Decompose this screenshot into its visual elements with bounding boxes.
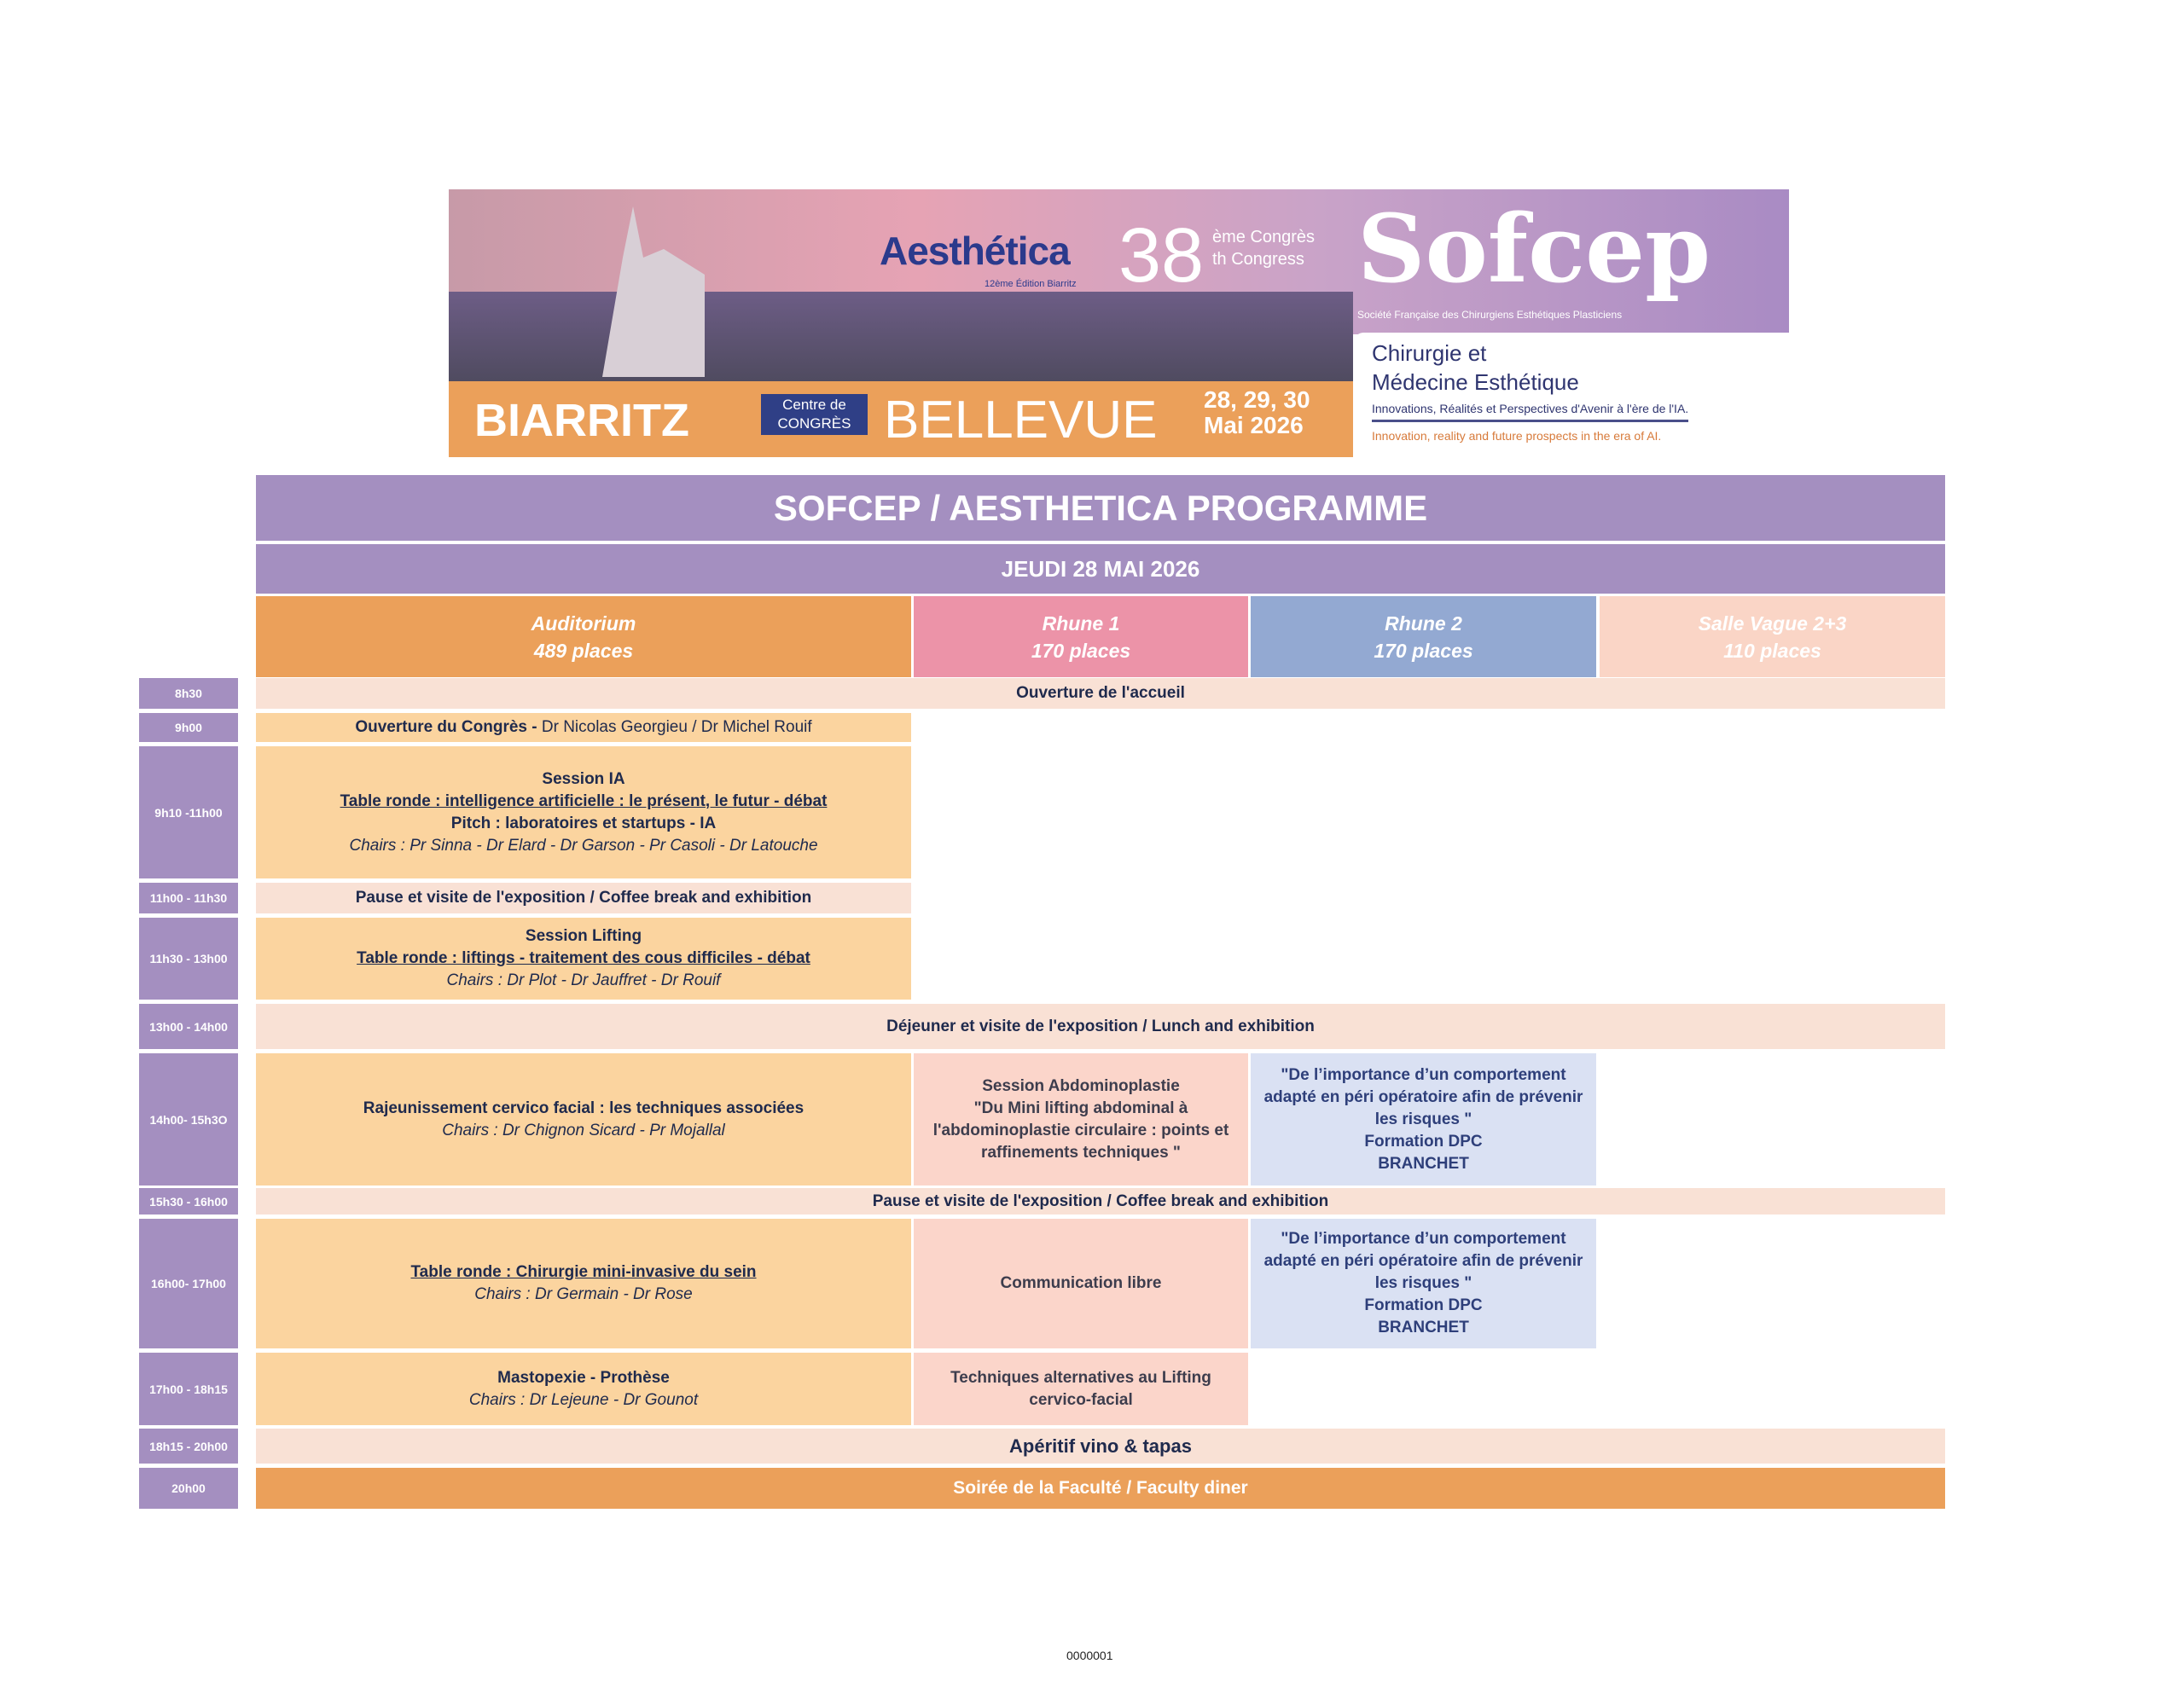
chairs: Chairs : Dr Germain - Dr Rose [474, 1285, 693, 1303]
time-slot: 9h10 -11h00 [139, 746, 238, 878]
round-table: Table ronde : intelligence artificielle … [340, 791, 828, 810]
time-slot: 9h00 [139, 713, 238, 742]
lunch-row: Déjeuner et visite de l'exposition / Lun… [256, 1004, 1945, 1049]
banner-orange-strip [449, 381, 1353, 457]
session-description: "De l’importance d’un comportement adapt… [1263, 1230, 1583, 1292]
room-header-rhune-2: Rhune 2 170 places [1251, 596, 1596, 677]
sofcep-full-name: Société Française des Chirurgiens Esthét… [1357, 309, 1623, 321]
room-name: Rhune 1 [1042, 612, 1120, 635]
formation-dpc-2: "De l’importance d’un comportement adapt… [1251, 1219, 1596, 1348]
chairs: Chairs : Dr Chignon Sicard - Pr Mojallal [442, 1121, 725, 1139]
opening-title: Ouverture du Congrès - [355, 718, 542, 736]
session-mastopexie: Mastopexie - Prothèse Chairs : Dr Lejeun… [256, 1353, 911, 1425]
coffee-break-1: Pause et visite de l'exposition / Coffee… [256, 883, 911, 913]
room-header-salle-vague: Salle Vague 2+3 110 places [1600, 596, 1945, 677]
dpc-label: Formation DPC [1364, 1132, 1483, 1151]
chairs: Chairs : Dr Lejeune - Dr Gounot [468, 1390, 699, 1409]
room-name: Auditorium [531, 612, 636, 635]
day-header: JEUDI 28 MAI 2026 [256, 544, 1945, 594]
session-lifting: Session Lifting Table ronde : liftings -… [256, 918, 911, 1000]
time-slot: 20h00 [139, 1468, 238, 1509]
banner-landscape [449, 292, 1353, 386]
time-slot: 14h00- 15h3O [139, 1053, 238, 1186]
edition-label: 12ème Édition Biarritz [985, 279, 1077, 289]
session-description: "De l’importance d’un comportement adapt… [1263, 1065, 1583, 1128]
page-title: SOFCEP / AESTHETICA PROGRAMME [256, 475, 1945, 541]
session-description: "Du Mini lifting abdominal à l'abdominop… [932, 1099, 1229, 1162]
session-title: Mastopexie - Prothèse [497, 1368, 670, 1387]
session-abdominoplastie: Session Abdominoplastie "Du Mini lifting… [914, 1053, 1248, 1186]
room-header-auditorium: Auditorium 489 places [256, 596, 911, 677]
opening-speakers: Dr Nicolas Georgieu / Dr Michel Rouif [541, 718, 812, 736]
dpc-organizer: BRANCHET [1378, 1154, 1469, 1173]
congress-number: 38 [1118, 213, 1205, 299]
room-name: Rhune 2 [1385, 612, 1462, 635]
faculty-dinner-row: Soirée de la Faculté / Faculty diner [256, 1468, 1945, 1509]
congress-fr: ème Congrès [1212, 228, 1316, 246]
aesthetica-logo: Aesthética [880, 229, 1071, 273]
round-table: Table ronde : Chirurgie mini-invasive du… [410, 1263, 757, 1281]
subtitle-en: Innovation, reality and future prospects… [1372, 429, 1662, 443]
opening-session: Ouverture du Congrès - Dr Nicolas Georgi… [256, 713, 911, 742]
session-title: Session IA [542, 769, 625, 788]
venue-label: BELLEVUE [884, 391, 1158, 449]
time-slot: 13h00 - 14h00 [139, 1004, 238, 1049]
chairs: Chairs : Dr Plot - Dr Jauffret - Dr Roui… [446, 971, 721, 989]
techniques-alternatives: Techniques alternatives au Lifting cervi… [914, 1353, 1248, 1425]
coffee-break-2: Pause et visite de l'exposition / Coffee… [256, 1188, 1945, 1215]
session-title: Session Lifting [525, 927, 642, 945]
communication-libre: Communication libre [914, 1219, 1248, 1348]
room-capacity: 110 places [1723, 639, 1821, 662]
dpc-label: Formation DPC [1364, 1296, 1483, 1314]
theme-box: Chirurgie et Médecine Esthétique Innovat… [1355, 333, 1789, 457]
session-rajeunissement: Rajeunissement cervico facial : les tech… [256, 1053, 911, 1186]
congress-en: th Congress [1212, 250, 1304, 269]
room-capacity: 489 places [533, 639, 634, 662]
venue-badge-line2: CONGRÈS [777, 415, 851, 432]
theme-line2: Médecine Esthétique [1372, 369, 1579, 395]
session-ia: Session IA Table ronde : intelligence ar… [256, 746, 911, 878]
session-sein: Table ronde : Chirurgie mini-invasive du… [256, 1219, 911, 1348]
dates-line1: 28, 29, 30 [1204, 386, 1310, 413]
city-label: BIARRITZ [474, 395, 689, 446]
time-slot: 8h30 [139, 678, 238, 709]
room-header-rhune-1: Rhune 1 170 places [914, 596, 1248, 677]
time-slot: 17h00 - 18h15 [139, 1353, 238, 1425]
time-slot: 18h15 - 20h00 [139, 1429, 238, 1464]
room-capacity: 170 places [1374, 639, 1473, 662]
chairs: Chairs : Pr Sinna - Dr Elard - Dr Garson… [349, 836, 818, 855]
time-slot: 11h30 - 13h00 [139, 918, 238, 1000]
venue-badge: Centre de CONGRÈS [761, 394, 868, 435]
session-title: Session Abdominoplastie [982, 1076, 1180, 1095]
dpc-organizer: BRANCHET [1378, 1319, 1469, 1336]
time-slot: 16h00- 17h00 [139, 1219, 238, 1348]
accueil-row: Ouverture de l'accueil [256, 678, 1945, 709]
theme-line1: Chirurgie et [1372, 340, 1487, 366]
room-name: Salle Vague 2+3 [1698, 612, 1847, 635]
subtitle-fr: Innovations, Réalités et Perspectives d'… [1372, 401, 1689, 422]
sofcep-logo: Sofcep [1357, 194, 1711, 304]
formation-dpc-1: "De l’importance d’un comportement adapt… [1251, 1053, 1596, 1186]
room-capacity: 170 places [1031, 639, 1131, 662]
page-footer-number: 0000001 [1066, 1649, 1113, 1662]
dates-line2: Mai 2026 [1204, 412, 1304, 438]
time-slot: 15h30 - 16h00 [139, 1188, 238, 1215]
aperitif-row: Apéritif vino & tapas [256, 1429, 1945, 1464]
congress-banner: Aesthética 12ème Édition Biarritz 38 ème… [449, 189, 1789, 457]
time-slot: 11h00 - 11h30 [139, 883, 238, 913]
round-table: Table ronde : liftings - traitement des … [357, 949, 810, 967]
venue-badge-line1: Centre de [782, 397, 846, 413]
session-title: Rajeunissement cervico facial : les tech… [363, 1099, 804, 1117]
pitch: Pitch : laboratoires et startups - IA [450, 814, 717, 832]
